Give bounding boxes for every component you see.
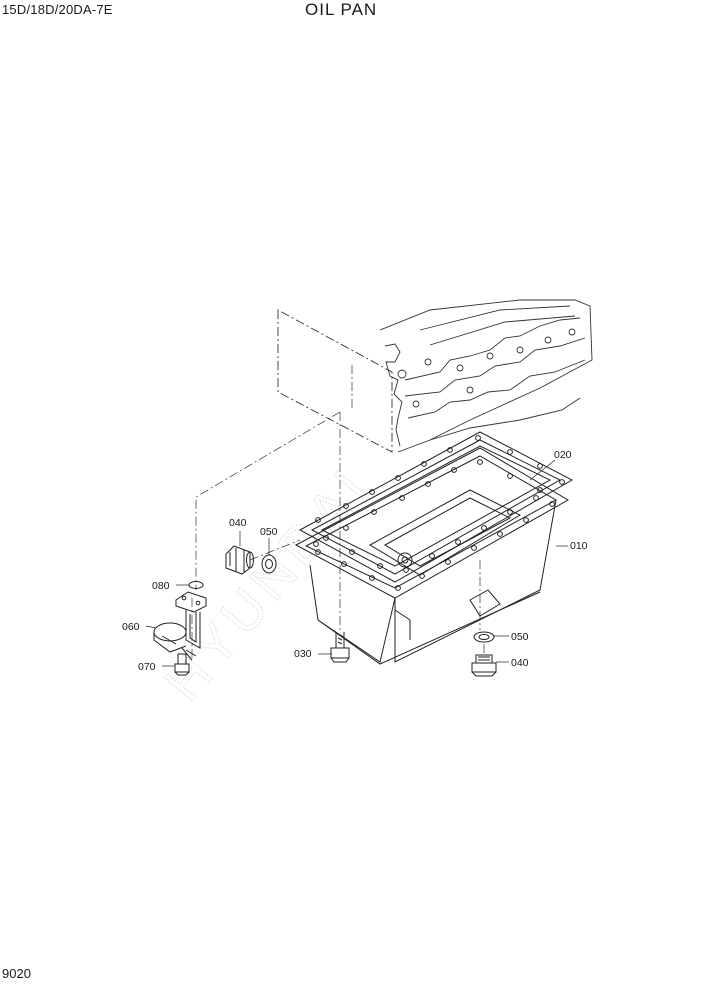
washer-bottom [473, 631, 495, 643]
plug-side [225, 545, 254, 575]
callout-020: 020 [554, 449, 572, 461]
page-title: OIL PAN [305, 0, 378, 19]
oil-pan [294, 447, 569, 665]
model-code: 15D/18D/20DA-7E [2, 2, 113, 17]
strainer-bolt [174, 653, 190, 676]
oil-strainer [153, 591, 207, 661]
reference-lines [191, 365, 485, 660]
callout-070: 070 [138, 661, 156, 673]
callout-080: 080 [152, 580, 170, 592]
engine-block-outline [277, 299, 593, 453]
callout-050-bottom: 050 [511, 631, 529, 643]
callout-060: 060 [122, 621, 140, 633]
callout-040-bottom: 040 [511, 657, 529, 669]
callout-050-side: 050 [260, 526, 278, 538]
page-number: 9020 [2, 966, 31, 981]
callout-010: 010 [570, 540, 588, 552]
plug-bottom [471, 654, 497, 677]
gasket [298, 431, 574, 583]
callout-040-side: 040 [229, 517, 247, 529]
bolt [330, 632, 350, 663]
leader-lines [145, 459, 568, 667]
callout-030: 030 [294, 648, 312, 660]
watermark: HYUNDAI [153, 456, 382, 713]
